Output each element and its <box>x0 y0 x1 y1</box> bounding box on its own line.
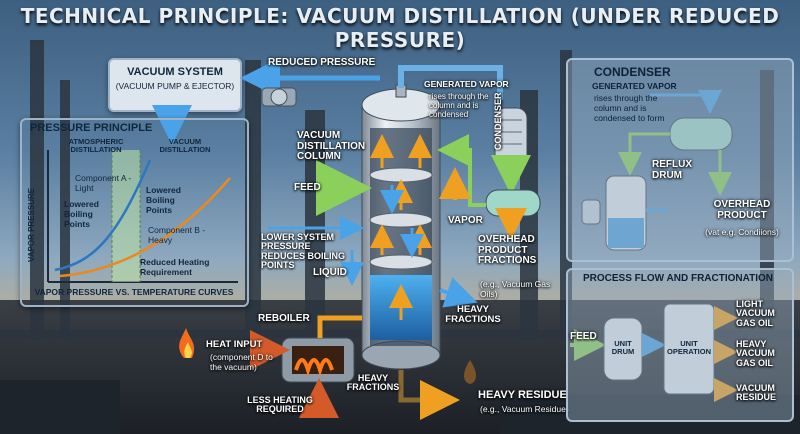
page-title: TECHNICAL PRINCIPLE: VACUUM DISTILLATION… <box>20 4 780 52</box>
output-heavy-vgo: HEAVY VACUUM GAS OIL <box>736 339 775 368</box>
generated-vapor-label: GENERATED VAPOR <box>424 79 509 89</box>
vapor-pressure-chart <box>47 150 238 283</box>
pressure-principle-panel <box>20 118 249 307</box>
distillation-column <box>361 84 441 370</box>
heavy-fractions-bottom-label: HEAVY FRACTIONS <box>346 373 400 393</box>
curve-component-b <box>59 177 231 278</box>
vacuum-distillation-label: VACUUM DISTILLATION <box>159 137 211 154</box>
vapor-label: VAPOR <box>448 215 483 226</box>
component-a-label: Component A - Light <box>75 173 132 193</box>
heat-input-label: HEAT INPUT <box>206 339 263 350</box>
unit-operation-label: UNIT OPERATION <box>666 339 712 356</box>
heavy-fractions-right-label: HEAVY FRACTIONS <box>445 304 501 325</box>
process-flow-graphics <box>570 303 738 402</box>
curve-component-a <box>54 159 152 272</box>
generated-vapor-note: rises through the column and is condense… <box>429 92 489 120</box>
heavy-residue-label: HEAVY RESIDUE <box>478 389 567 401</box>
condenser-generated-vapor: GENERATED VAPOR <box>592 81 677 91</box>
overhead-fractions-note: (e.g., Vacuum Gas Oils) <box>480 279 551 299</box>
process-flow-title: PROCESS FLOW AND FRACTIONATION <box>583 273 773 284</box>
liquid-label: LIQUID <box>313 267 347 278</box>
vacuum-system-title: VACUUM SYSTEM <box>127 66 223 78</box>
vacuum-pump-icon <box>261 87 297 107</box>
residue-drop-icon <box>464 360 476 384</box>
reboiler-icon <box>281 337 355 383</box>
reflux-drum-label: REFLUX DRUM <box>652 159 692 181</box>
process-flow-panel <box>566 268 794 422</box>
overhead-product-note: (vat e.g. Condiions) <box>705 227 779 237</box>
vacuum-system-subtitle: (VACUUM PUMP & EJECTOR) <box>115 81 235 91</box>
lower-pressure-label: LOWER SYSTEM PRESSURE REDUCES BOILING PO… <box>261 232 346 271</box>
vacuum-system-panel: VACUUM SYSTEM (VACUUM PUMP & EJECTOR) <box>108 58 242 112</box>
component-b-label: Component B - Heavy <box>148 225 206 245</box>
heavy-residue-note: (e.g., Vacuum Residue) <box>480 404 569 414</box>
output-light-vgo: LIGHT VACUUM GAS OIL <box>736 299 775 328</box>
condenser-panel-graphics <box>581 90 733 251</box>
overhead-product-label: OVERHEAD PRODUCT <box>713 199 771 221</box>
lowered-boiling-2: Lowered Boiling Points <box>146 185 181 215</box>
process-feed-label: FEED <box>570 331 597 342</box>
lowered-boiling-1: Lowered Boiling Points <box>64 199 99 229</box>
reboiler-label: REBOILER <box>258 313 310 324</box>
unit-drum-label: UNIT DRUM <box>611 339 635 356</box>
feed-label: FEED <box>294 182 321 193</box>
condenser-panel-title: CONDENSER <box>594 65 671 79</box>
heat-input-note: (component D to the vacuum) <box>210 352 273 372</box>
vapor-pressure-axis: VAPOR PRESSURE <box>27 187 36 262</box>
vapor-arrows <box>370 134 432 320</box>
output-vacuum-residue: VACUUM RESIDUE <box>736 383 777 403</box>
drum-icon <box>485 189 541 217</box>
condenser-vertical-label: CONDENSER <box>493 92 503 150</box>
overhead-fractions-label: OVERHEAD PRODUCT FRACTIONS <box>478 234 537 266</box>
pressure-principle-title: PRESSURE PRINCIPLE <box>30 122 153 134</box>
less-heating-label: LESS HEATING REQUIRED <box>247 395 313 415</box>
chart-caption: VAPOR PRESSURE vs. TEMPERATURE CURVES <box>34 287 234 297</box>
condenser-panel <box>566 58 794 262</box>
column-title: VACUUM DISTILLATION COLUMN <box>297 130 366 162</box>
condenser-note: rises through the column and is condense… <box>594 93 665 123</box>
reduced-pressure-label: REDUCED PRESSURE <box>268 57 376 68</box>
reduced-heating-label: Reduced Heating Requirement <box>140 257 210 277</box>
flame-icon <box>179 328 195 358</box>
atmospheric-distillation-label: ATMOSPHERIC DISTILLATION <box>68 137 124 154</box>
